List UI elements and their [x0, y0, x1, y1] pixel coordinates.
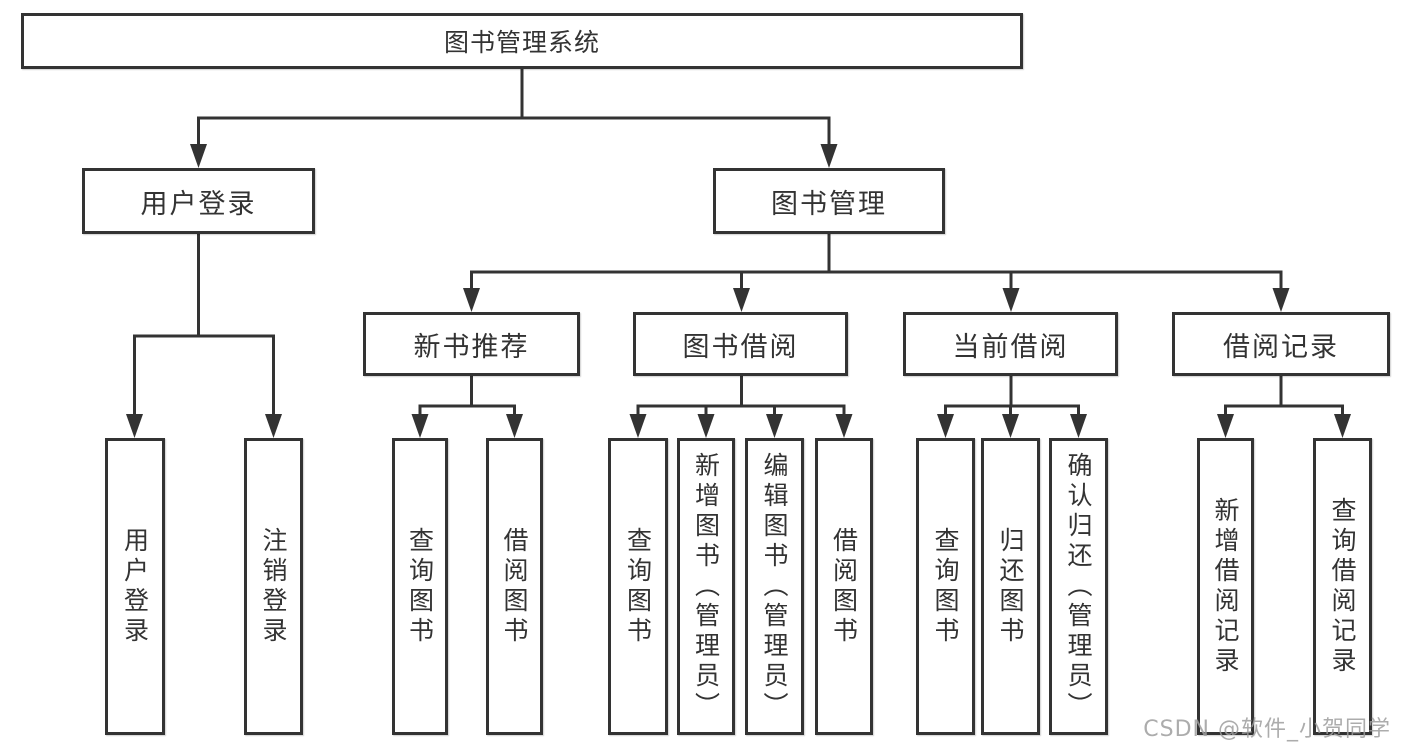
- node-new-book-recommend: 新书推荐: [363, 312, 580, 376]
- leaf-query-books-recommend-label: 查询图书: [405, 526, 435, 647]
- leaf-query-books-recommend: 查询图书: [392, 438, 448, 735]
- leaf-add-books-admin: 新增图书（管理员）: [677, 438, 735, 735]
- node-book-management: 图书管理: [713, 168, 945, 234]
- leaf-add-borrow-record: 新增借阅记录: [1197, 438, 1254, 735]
- node-library-system-label: 图书管理系统: [443, 28, 600, 57]
- leaf-query-books-borrow-label: 查询图书: [623, 526, 653, 647]
- leaf-query-borrow-record: 查询借阅记录: [1313, 438, 1372, 735]
- leaf-borrow-books-label: 借阅图书: [829, 526, 859, 647]
- leaf-user-login-label: 用户登录: [120, 526, 150, 647]
- leaf-query-borrow-record-label: 查询借阅记录: [1328, 496, 1357, 677]
- leaf-borrow-books-recommend-label: 借阅图书: [500, 526, 529, 647]
- node-borrow-records-label: 借阅记录: [1223, 331, 1339, 363]
- node-current-borrow-label: 当前借阅: [952, 331, 1069, 363]
- leaf-edit-books-admin-label: 编辑图书（管理员）: [760, 451, 789, 722]
- node-new-book-recommend-label: 新书推荐: [413, 331, 530, 363]
- leaf-query-books-borrow: 查询图书: [608, 438, 668, 735]
- node-book-borrow-label: 图书借阅: [682, 331, 799, 363]
- node-user-login: 用户登录: [82, 168, 315, 234]
- leaf-add-books-admin-label: 新增图书（管理员）: [691, 451, 721, 722]
- node-book-management-label: 图书管理: [771, 188, 887, 220]
- csdn-watermark: CSDN @软件_小贺同学: [1143, 717, 1391, 742]
- leaf-add-borrow-record-label: 新增借阅记录: [1211, 496, 1240, 677]
- leaf-logout: 注销登录: [244, 438, 303, 735]
- node-current-borrow: 当前借阅: [903, 312, 1118, 376]
- leaf-confirm-return-admin: 确认归还（管理员）: [1049, 438, 1108, 735]
- node-user-login-label: 用户登录: [140, 188, 257, 220]
- leaf-borrow-books: 借阅图书: [815, 438, 873, 735]
- leaf-user-login: 用户登录: [105, 438, 165, 735]
- leaf-query-books-current-label: 查询图书: [931, 526, 960, 647]
- leaf-borrow-books-recommend: 借阅图书: [486, 438, 543, 735]
- leaf-return-books-label: 归还图书: [996, 526, 1025, 647]
- leaf-logout-label: 注销登录: [259, 526, 288, 647]
- node-borrow-records: 借阅记录: [1172, 312, 1390, 376]
- leaf-return-books: 归还图书: [981, 438, 1040, 735]
- leaf-edit-books-admin: 编辑图书（管理员）: [745, 438, 804, 735]
- node-library-system: 图书管理系统: [21, 13, 1023, 69]
- leaf-query-books-current: 查询图书: [916, 438, 975, 735]
- leaf-confirm-return-admin-label: 确认归还（管理员）: [1064, 451, 1093, 722]
- node-book-borrow: 图书借阅: [633, 312, 848, 376]
